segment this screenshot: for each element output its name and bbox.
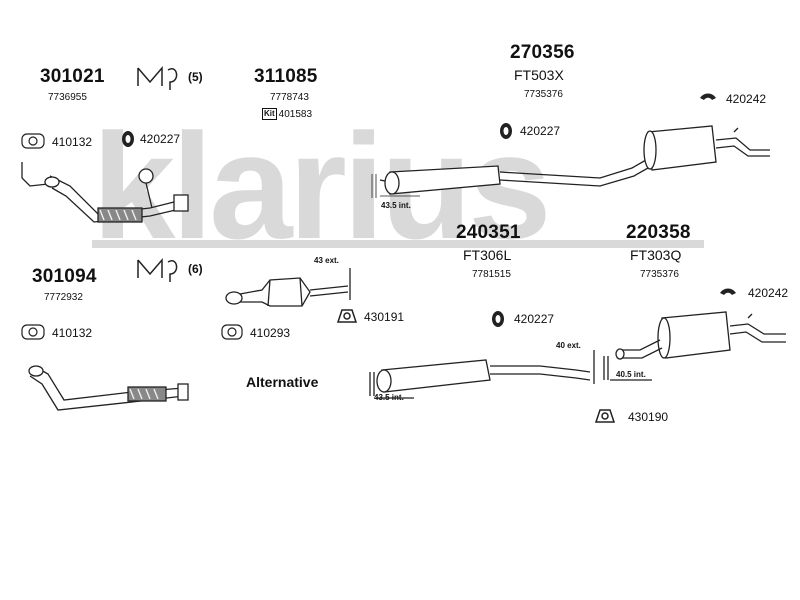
part-number-311085: 311085 [254,66,318,87]
clamp-420242-top [700,93,716,100]
kit-icon-311085 [137,65,178,90]
ref-number-7735376-bottom: 7735376 [640,269,679,280]
rear-silencer-220358 [603,311,786,381]
part-number-301021: 301021 [40,66,105,87]
code-ft306l: FT306L [463,247,512,263]
ref-number-7735376-top: 7735376 [524,89,563,100]
fitting-420227-bottom: 420227 [514,312,555,326]
fitting-410132-top: 410132 [52,135,93,149]
ref-number-7778743: 7778743 [270,92,309,103]
rubber-ring-420227-top-left [122,131,134,147]
mount-430191 [336,309,358,323]
part-number-270356: 270356 [510,42,575,63]
front-pipe-301094 [28,365,189,411]
dimension-40-5-int: 40.5 int. [616,370,646,379]
part-number-240351: 240351 [456,222,521,243]
rubber-ring-420227-bottom [492,311,504,327]
part-number-301094: 301094 [32,266,97,287]
alternative-label: Alternative [246,374,319,390]
kit-badge: Kit [262,108,277,120]
gasket-410132-top [21,133,45,149]
fitting-420242-bottom: 420242 [748,286,789,300]
fitting-430190: 430190 [628,410,669,424]
gasket-410293 [221,324,243,340]
mount-430190 [594,409,616,423]
ref-number-7781515: 7781515 [472,269,511,280]
rear-silencer-upper [643,125,770,171]
rubber-ring-420227-top-right [500,123,512,139]
front-pipe-301021 [21,162,189,223]
fitting-410293: 410293 [250,326,291,340]
dimension-40-ext: 40 ext. [556,341,581,350]
code-ft503x: FT503X [514,67,564,83]
fitting-420242-top: 420242 [726,92,767,106]
kit-icon-311085-b [137,257,178,282]
fitting-430191: 430191 [364,310,405,324]
ref-number-7736955: 7736955 [48,92,87,103]
mounting-kit-count-6: (6) [188,262,203,276]
fitting-420227-top-left: 420227 [140,132,181,146]
catalytic-converter [225,268,351,307]
part-number-220358: 220358 [626,222,691,243]
fitting-410132-bottom: 410132 [52,326,93,340]
dimension-43-ext: 43 ext. [314,256,339,265]
middle-silencer-240351 [369,350,595,399]
code-ft303q: FT303Q [630,247,682,263]
watermark-underline [92,240,704,248]
fitting-420227-top-right: 420227 [520,124,561,138]
middle-silencer-270356 [379,159,649,195]
dimension-lines-top [371,174,420,198]
kit-ref-311085: Kit 401583 [262,108,312,120]
dimension-43-5-int-bottom: 43.5 int. [374,393,404,402]
clamp-420242-bottom [720,288,736,295]
mounting-kit-count-5: (5) [188,70,203,84]
ref-number-7772932: 7772932 [44,292,83,303]
gasket-410132-bottom [21,324,45,340]
dimension-43-5-int-top: 43.5 int. [381,201,411,210]
kit-ref-number: 401583 [278,108,313,120]
